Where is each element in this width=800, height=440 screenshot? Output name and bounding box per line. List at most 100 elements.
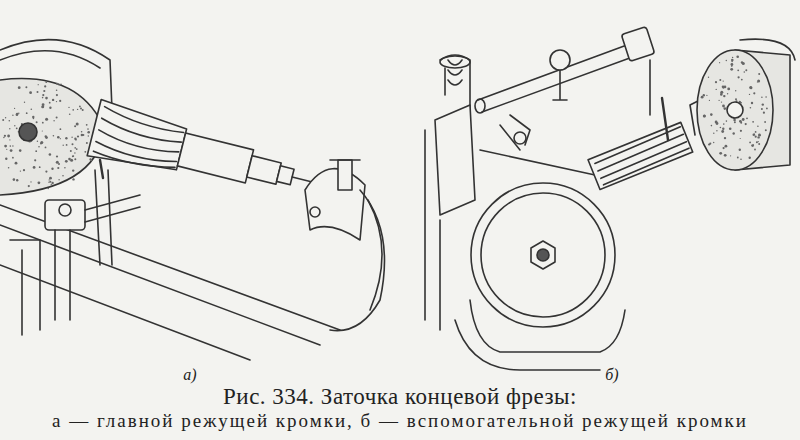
mill-flutes: [594, 127, 690, 185]
headstock: [330, 190, 385, 331]
bracket-screw: [514, 132, 526, 144]
grain-dot: [38, 146, 40, 148]
grain-dot: [733, 119, 736, 122]
grain-dot: [713, 142, 714, 143]
grain-dot: [736, 56, 739, 59]
grain-dot: [59, 100, 61, 102]
grain-dot: [716, 122, 719, 125]
column-top: [440, 55, 470, 110]
grain-dot: [721, 101, 722, 102]
grain-dot: [750, 87, 753, 90]
grain-dot: [88, 135, 89, 136]
grain-dot: [57, 136, 60, 139]
grain-dot: [751, 102, 753, 104]
grain-dot: [754, 149, 756, 151]
grain-dot: [69, 113, 71, 115]
grain-dot: [25, 86, 27, 88]
rest-holder: [45, 200, 85, 230]
grinding-wheel-face: [697, 50, 773, 170]
grain-dot: [76, 148, 78, 150]
arm-end: [475, 99, 485, 113]
grain-dot: [763, 112, 765, 114]
grain-dot: [710, 113, 713, 116]
handwheel-rim: [481, 193, 605, 317]
grain-dot: [9, 128, 10, 129]
arm-drop: [649, 60, 651, 115]
support: [480, 150, 595, 175]
grain-dot: [753, 144, 754, 145]
grain-dot: [56, 101, 57, 102]
end-mill-assembly: [87, 100, 329, 213]
grain-dot: [33, 166, 36, 169]
grain-dot: [13, 178, 16, 181]
grain-dot: [16, 114, 19, 117]
grain-dot: [43, 90, 45, 92]
grain-dot: [706, 95, 707, 96]
grain-dot: [87, 131, 90, 134]
grain-dot: [761, 108, 763, 110]
grain-dot: [739, 149, 741, 151]
grain-dot: [76, 123, 79, 126]
grain-dot: [10, 149, 13, 152]
grain-dot: [757, 136, 759, 138]
panel-label: б): [605, 366, 618, 384]
grain-dot: [42, 97, 44, 99]
grain-dot: [40, 143, 42, 145]
wheel-texture: [701, 56, 768, 161]
grain-dot: [16, 113, 19, 116]
grain-dot: [52, 99, 54, 101]
grain-dot: [49, 181, 51, 183]
column-body: [435, 105, 475, 215]
grain-dot: [51, 168, 53, 170]
grain-dot: [737, 157, 739, 159]
grain-dot: [86, 124, 88, 126]
grain-dot: [757, 80, 760, 83]
grain-dot: [744, 71, 746, 73]
grain-dot: [715, 81, 717, 83]
grain-dot: [49, 107, 51, 109]
grain-dot: [765, 96, 767, 98]
grain-dot: [37, 91, 39, 93]
grain-dot: [56, 94, 58, 96]
grain-dot: [731, 59, 734, 62]
grain-dot: [724, 107, 727, 110]
grain-dot: [729, 128, 732, 131]
grain-dot: [34, 159, 36, 161]
grain-dot: [758, 134, 760, 136]
base-rail: [0, 265, 250, 360]
grain-dot: [723, 95, 725, 97]
grain-dot: [29, 91, 32, 94]
grain-dot: [742, 118, 745, 121]
grain-dot: [81, 134, 84, 137]
grain-dot: [42, 103, 45, 106]
grain-dot: [725, 145, 728, 148]
grain-dot: [711, 125, 713, 127]
grain-dot: [87, 128, 89, 130]
grain-dot: [60, 138, 61, 139]
grain-dot: [80, 108, 82, 110]
grain-dot: [724, 154, 727, 157]
grain-dot: [51, 182, 53, 184]
nut: [277, 166, 294, 185]
wheel-hub: [727, 102, 743, 118]
grain-dot: [56, 161, 59, 164]
wheel-hub: [19, 123, 37, 141]
grain-dot: [62, 175, 64, 177]
grain-dot: [719, 62, 720, 63]
figure-caption: Рис. 334. Заточка концевой фрезы:: [223, 384, 577, 410]
grain-dot: [47, 188, 49, 190]
grain-dot: [51, 184, 53, 186]
grain-dot: [84, 151, 86, 153]
grain-dot: [742, 62, 745, 65]
grain-dot: [71, 137, 72, 138]
grain-dot: [9, 120, 11, 122]
grain-dot: [24, 102, 25, 103]
grain-dot: [86, 142, 88, 144]
grain-dot: [730, 155, 731, 156]
grain-dot: [740, 159, 742, 161]
grain-dot: [752, 121, 754, 123]
grain-dot: [727, 88, 730, 91]
grain-dot: [723, 123, 725, 125]
grain-dot: [749, 94, 750, 95]
grain-dot: [56, 89, 58, 91]
